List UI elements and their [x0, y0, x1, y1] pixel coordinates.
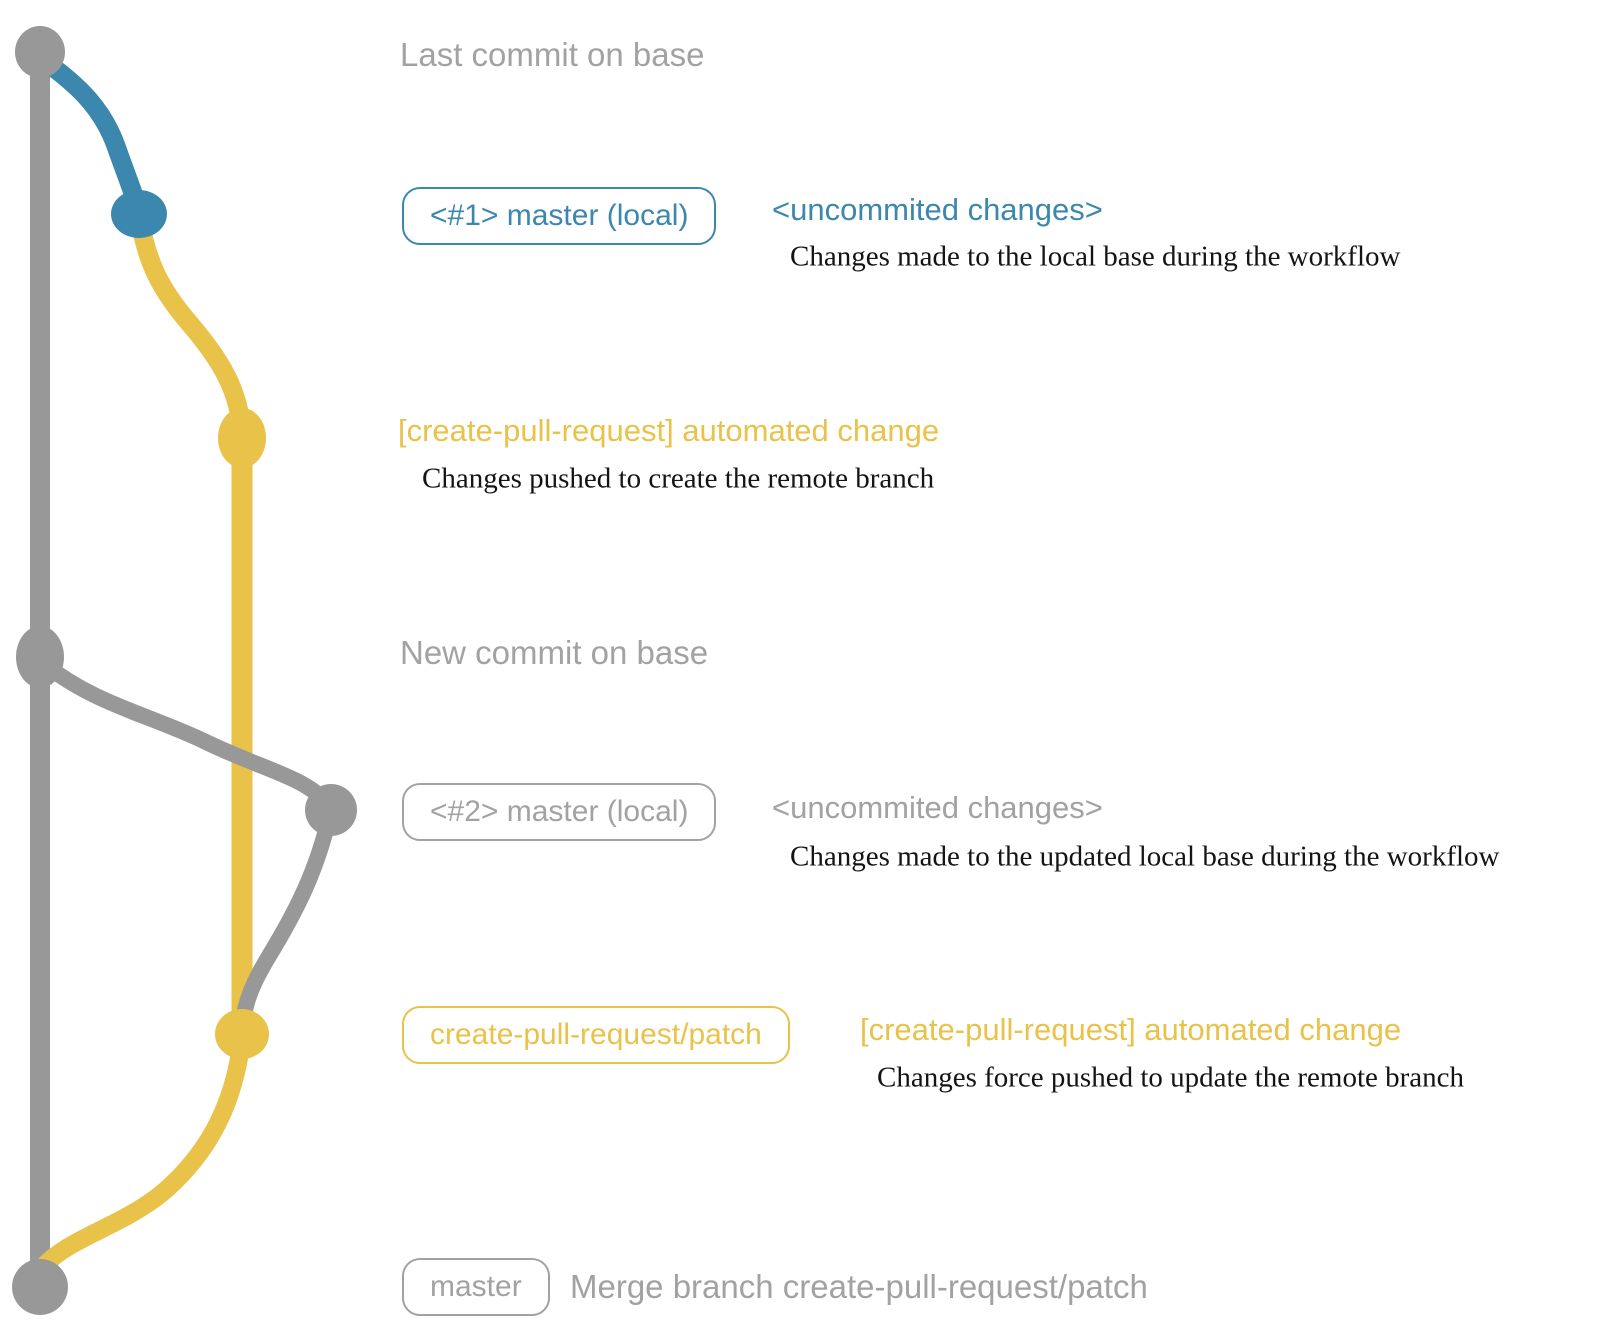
title-automated-change-2: [create-pull-request] automated change [860, 1012, 1402, 1047]
desc-local-changes-2: Changes made to the updated local base d… [790, 840, 1500, 873]
edge-force-push-in [234, 806, 338, 1038]
badge-master-local-2-text: <#2> master (local) [430, 795, 689, 828]
title-uncommited-changes-1: <uncommited changes> [772, 192, 1103, 227]
badge-create-pull-request-patch-text: create-pull-request/patch [430, 1018, 762, 1051]
desc-push-create-remote: Changes pushed to create the remote bran… [422, 462, 935, 495]
commit-local-1 [111, 190, 167, 238]
badge-create-pull-request-patch: create-pull-request/patch [402, 1006, 790, 1064]
badge-master-text: master [430, 1270, 522, 1303]
edge-rebase-out [35, 655, 339, 816]
label-merge-branch: Merge branch create-pull-request/patch [570, 1268, 1148, 1305]
label-last-commit-on-base: Last commit on base [400, 36, 705, 73]
desc-force-push-remote: Changes force pushed to update the remot… [877, 1061, 1465, 1094]
badge-master: master [402, 1258, 550, 1316]
badge-master-local-1-text: <#1> master (local) [430, 199, 689, 232]
edge-local-changes-1 [33, 50, 149, 224]
commit-merge [12, 1259, 68, 1315]
commit-automated-change-2 [215, 1009, 269, 1059]
commit-last-on-base [15, 26, 65, 78]
title-automated-change-1: [create-pull-request] automated change [398, 413, 940, 448]
badge-master-local-2: <#2> master (local) [402, 783, 717, 841]
edge-merge-to-base [33, 1029, 251, 1277]
commit-automated-change-1 [218, 408, 266, 468]
title-uncommited-changes-2: <uncommited changes> [772, 790, 1103, 825]
commit-new-on-base [16, 626, 64, 688]
desc-local-changes-1: Changes made to the local base during th… [790, 240, 1401, 273]
badge-master-local-1: <#1> master (local) [402, 187, 717, 245]
commit-local-2 [305, 784, 357, 836]
edge-push-to-remote-branch [129, 206, 252, 448]
label-new-commit-on-base: New commit on base [400, 634, 709, 671]
